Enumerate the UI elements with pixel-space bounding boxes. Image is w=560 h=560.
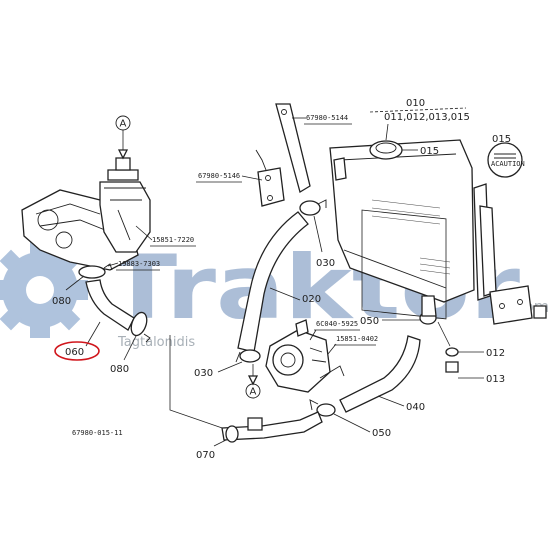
thermostat-housing [265, 319, 345, 393]
label-015-top: 015 [492, 134, 511, 145]
label-013: 013 [486, 374, 505, 385]
label-015-cap: 015 [420, 146, 439, 157]
bolt-icon [533, 305, 547, 319]
label-070: 070 [196, 450, 215, 461]
pipe-070 [221, 411, 323, 441]
label-011-015: 011,012,013,015 [384, 112, 470, 123]
label-050-low: 050 [372, 428, 391, 439]
label-050-right: 050 [360, 316, 379, 327]
water-pump-assembly [21, 130, 151, 271]
radiator-assembly [329, 139, 497, 320]
label-060: 060 [65, 347, 84, 358]
gear-icon [0, 242, 88, 338]
radiator-core [371, 199, 451, 275]
hose-clamp-050-right [419, 295, 437, 325]
hose-clamp-030-low [235, 349, 261, 363]
label-040: 040 [406, 402, 425, 413]
bracket-67980-5146 [255, 149, 285, 207]
watermark-author: Tagtalonidis [117, 335, 195, 350]
bracket-67980-5144 [275, 103, 311, 193]
svg-text:A: A [250, 387, 257, 398]
label-6C040-5925: 6C040-5925 [316, 320, 358, 328]
drain-plug-013 [445, 361, 459, 373]
svg-text:A: A [120, 119, 127, 130]
lower-hose-040 [339, 335, 421, 413]
radiator-cap-015 [369, 140, 403, 160]
label-19883-7303: 19883-7303 [118, 260, 160, 268]
hose-clamp-080-bottom [130, 311, 151, 343]
drain-washer-012 [445, 347, 459, 357]
hose-clamp-030-mid [299, 199, 327, 216]
pipe-leader [169, 335, 229, 431]
drawing-number: 67980-015-11 [72, 429, 123, 437]
label-030-mid: 030 [316, 258, 335, 269]
reference-marker-a-low: A [245, 383, 261, 399]
caution-plate: 015 ACAUTION [487, 134, 525, 178]
reference-marker-a-top: A [115, 115, 131, 131]
label-15851-0402: 15851-0402 [336, 335, 378, 343]
label-012: 012 [486, 348, 505, 359]
label-080-left: 080 [52, 296, 71, 307]
label-67980-5146: 67980-5146 [198, 172, 240, 180]
hose-clamp-050-low [309, 399, 336, 417]
radiator-bracket-lower [489, 285, 533, 325]
label-010: 010 [406, 98, 425, 109]
caution-text: ACAUTION [491, 160, 525, 168]
label-020: 020 [302, 294, 321, 305]
label-080-bottom: 080 [110, 364, 129, 375]
label-030-low: 030 [194, 368, 213, 379]
label-67980-5144: 67980-5144 [306, 114, 348, 122]
hose-clamp-080-left [78, 263, 113, 279]
label-15851-7220: 15851-7220 [152, 236, 194, 244]
highlight-060 [54, 341, 100, 361]
